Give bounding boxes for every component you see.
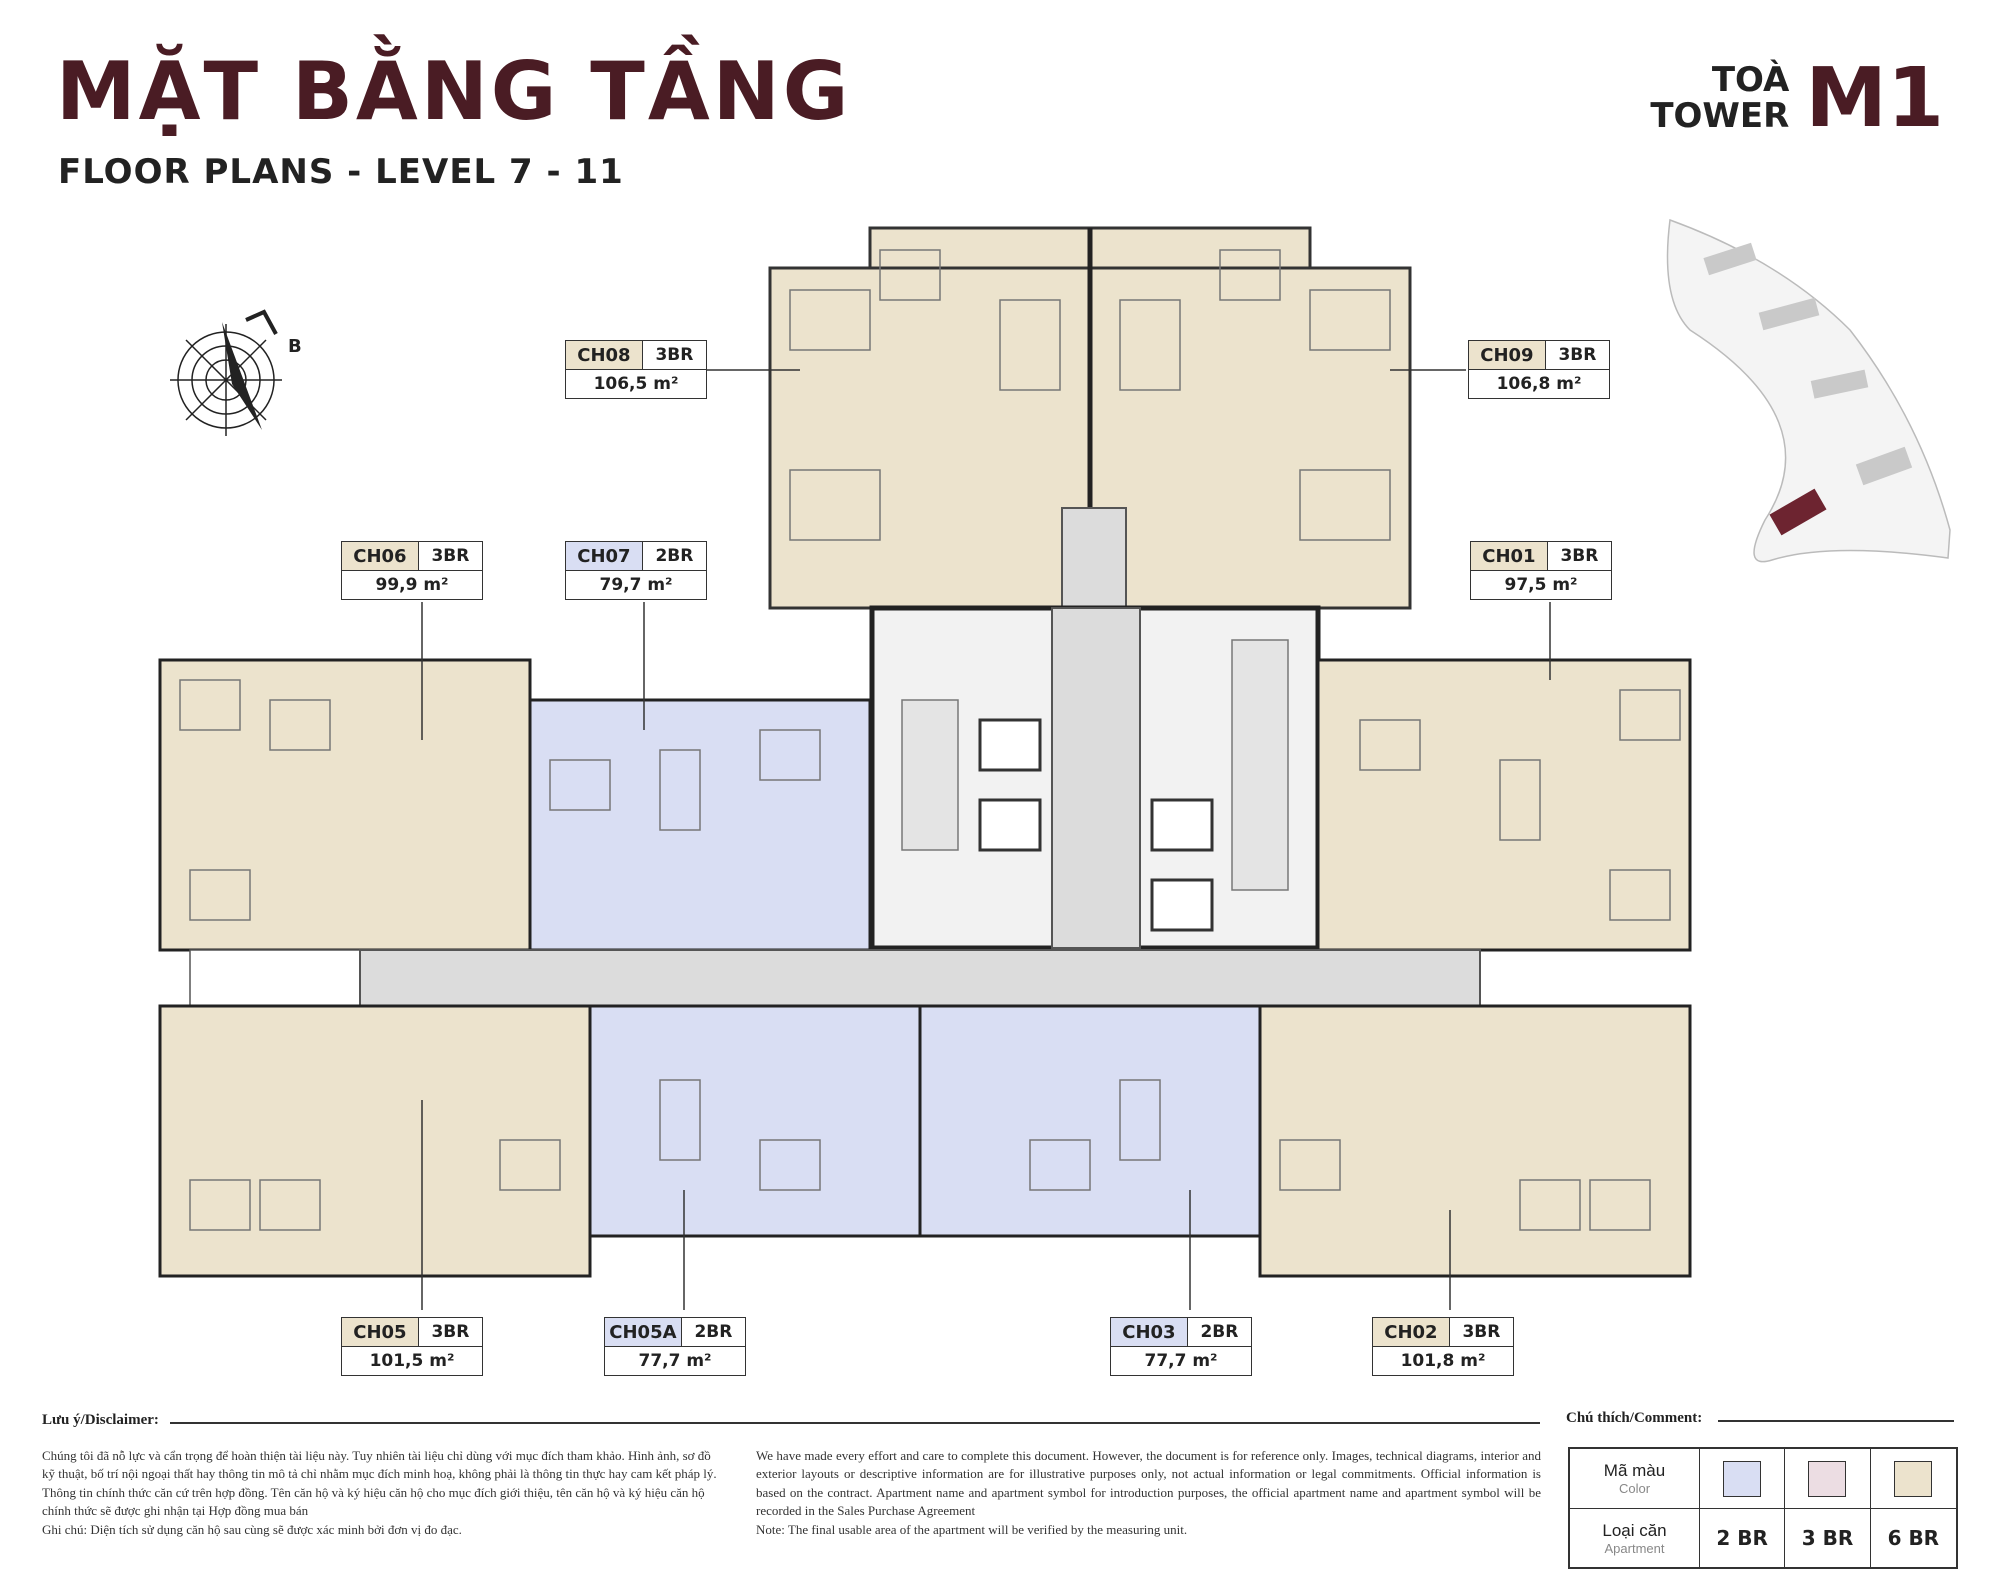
unit-area: 99,9 m² xyxy=(375,575,449,595)
upper-wing xyxy=(768,226,1412,741)
tower-badge: TOÀ TOWER M1 xyxy=(1650,58,1944,140)
unit-label-ch06: CH06 3BR 99,9 m² xyxy=(341,541,483,600)
tower-words: TOÀ TOWER xyxy=(1650,63,1789,134)
site-highlight-m1 xyxy=(1769,488,1827,536)
unit-label-ch05: CH05 3BR 101,5 m² xyxy=(341,1317,483,1376)
unit-code: CH03 xyxy=(1111,1318,1188,1346)
right-wing xyxy=(1316,658,1692,952)
legend-type-cell: 2 BR xyxy=(1700,1508,1786,1567)
unit-area: 79,7 m² xyxy=(599,575,673,595)
left-wing xyxy=(158,658,872,1007)
compass-letter: B xyxy=(288,336,302,357)
tower-code: M1 xyxy=(1805,51,1944,146)
unit-type: 2BR xyxy=(1200,1322,1239,1342)
unit-code: CH01 xyxy=(1471,542,1548,570)
tower-en: TOWER xyxy=(1650,96,1790,136)
page-subtitle: FLOOR PLANS - LEVEL 7 - 11 xyxy=(58,152,624,192)
unit-label-ch07: CH07 2BR 79,7 m² xyxy=(565,541,707,600)
unit-label-ch05a: CH05A 2BR 77,7 m² xyxy=(604,1317,746,1376)
legend-type-cell: 6 BR xyxy=(1870,1508,1956,1567)
leader-lines xyxy=(421,369,1551,1310)
unit-area: 101,8 m² xyxy=(1400,1351,1486,1371)
legend-color-sub: Color xyxy=(1618,1481,1651,1496)
legend-divider xyxy=(1718,1420,1954,1422)
disclaimer-divider xyxy=(170,1422,1540,1424)
unit-type: 3BR xyxy=(655,345,694,365)
legend-type-cell: 3 BR xyxy=(1785,1508,1871,1567)
unit-label-ch09: CH09 3BR 106,8 m² xyxy=(1468,340,1610,399)
room-outlines xyxy=(179,249,1681,1231)
unit-area: 77,7 m² xyxy=(638,1351,712,1371)
site-map xyxy=(1666,218,1951,563)
tower-vi: TOÀ xyxy=(1711,60,1790,101)
unit-area: 77,7 m² xyxy=(1144,1351,1218,1371)
disclaimer-en-text: We have made every effort and care to co… xyxy=(756,1448,1541,1519)
unit-area: 101,5 m² xyxy=(369,1351,455,1371)
unit-label-ch08: CH08 3BR 106,5 m² xyxy=(565,340,707,399)
compass-icon: B xyxy=(170,309,302,436)
corridor xyxy=(359,949,1481,1007)
legend-heading: Chú thích/Comment: xyxy=(1566,1410,1703,1426)
unit-type: 3BR xyxy=(1560,546,1599,566)
legend-type-sub: Apartment xyxy=(1604,1540,1665,1556)
legend-swatch-cell xyxy=(1700,1449,1786,1508)
swatch-3br xyxy=(1808,1460,1847,1497)
core xyxy=(869,605,1321,951)
unit-area: 106,5 m² xyxy=(593,374,679,394)
unit-type: 3BR xyxy=(431,546,470,566)
unit-type: 2BR xyxy=(655,546,694,566)
page-title: MẶT BẰNG TẦNG xyxy=(56,45,852,138)
unit-code: CH02 xyxy=(1373,1318,1450,1346)
legend-table: Mã màu Color Loại căn Apartment 2 BR 3 B… xyxy=(1568,1447,1958,1569)
disclaimer-heading: Lưu ý/Disclaimer: xyxy=(42,1412,159,1428)
legend-type-6br: 6 BR xyxy=(1887,1526,1940,1550)
unit-code: CH05A xyxy=(605,1318,682,1346)
disclaimer-vi-text: Chúng tôi đã nỗ lực và cẩn trọng để hoàn… xyxy=(42,1448,717,1519)
unit-code: CH07 xyxy=(566,542,643,570)
unit-code: CH08 xyxy=(566,341,643,369)
legend-swatch-cell xyxy=(1785,1449,1871,1508)
legend-type-3br: 3 BR xyxy=(1801,1526,1854,1550)
unit-type: 2BR xyxy=(694,1322,733,1342)
legend-swatch-cell xyxy=(1871,1449,1956,1508)
legend-type-main: Loại căn xyxy=(1602,1520,1667,1540)
unit-code: CH09 xyxy=(1469,341,1546,369)
swatch-2br xyxy=(1723,1460,1762,1497)
unit-type: 3BR xyxy=(1462,1322,1501,1342)
unit-type: 3BR xyxy=(1558,345,1597,365)
disclaimer-en: We have made every effort and care to co… xyxy=(756,1447,1541,1539)
legend-type-label: Loại căn Apartment xyxy=(1570,1508,1700,1567)
unit-area: 97,5 m² xyxy=(1504,575,1578,595)
swatch-6br xyxy=(1894,1460,1933,1497)
unit-label-ch03: CH03 2BR 77,7 m² xyxy=(1110,1317,1252,1376)
unit-label-ch01: CH01 3BR 97,5 m² xyxy=(1470,541,1612,600)
disclaimer-vi-note: Ghi chú: Diện tích sử dụng căn hộ sau cù… xyxy=(42,1521,462,1537)
unit-code: CH05 xyxy=(342,1318,419,1346)
unit-label-ch02: CH02 3BR 101,8 m² xyxy=(1372,1317,1514,1376)
legend-color-label: Mã màu Color xyxy=(1570,1449,1700,1508)
unit-type: 3BR xyxy=(431,1322,470,1342)
legend-color-main: Mã màu xyxy=(1603,1461,1666,1480)
legend-type-2br: 2 BR xyxy=(1716,1526,1768,1550)
lower-wing xyxy=(158,1004,1692,1278)
disclaimer-vi: Chúng tôi đã nỗ lực và cẩn trọng để hoàn… xyxy=(42,1447,722,1539)
unit-area: 106,8 m² xyxy=(1496,374,1582,394)
unit-code: CH06 xyxy=(342,542,419,570)
disclaimer-en-note: Note: The final usable area of the apart… xyxy=(756,1521,1188,1537)
